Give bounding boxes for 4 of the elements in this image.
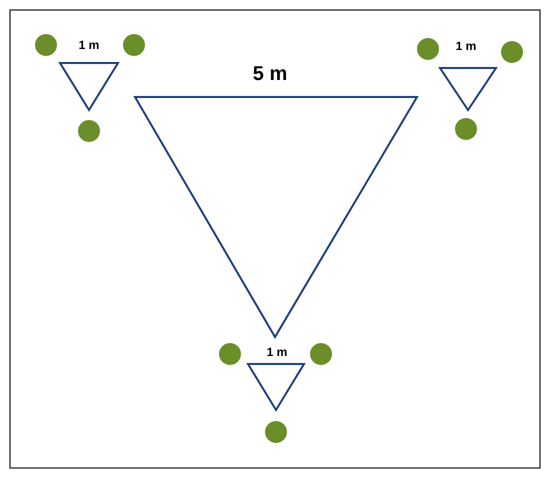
- dimension-label: 1 m: [266, 346, 288, 358]
- dimension-label: 5 m: [252, 64, 288, 84]
- dimension-label: 1 m: [78, 39, 100, 51]
- dimension-label: 1 m: [456, 40, 476, 52]
